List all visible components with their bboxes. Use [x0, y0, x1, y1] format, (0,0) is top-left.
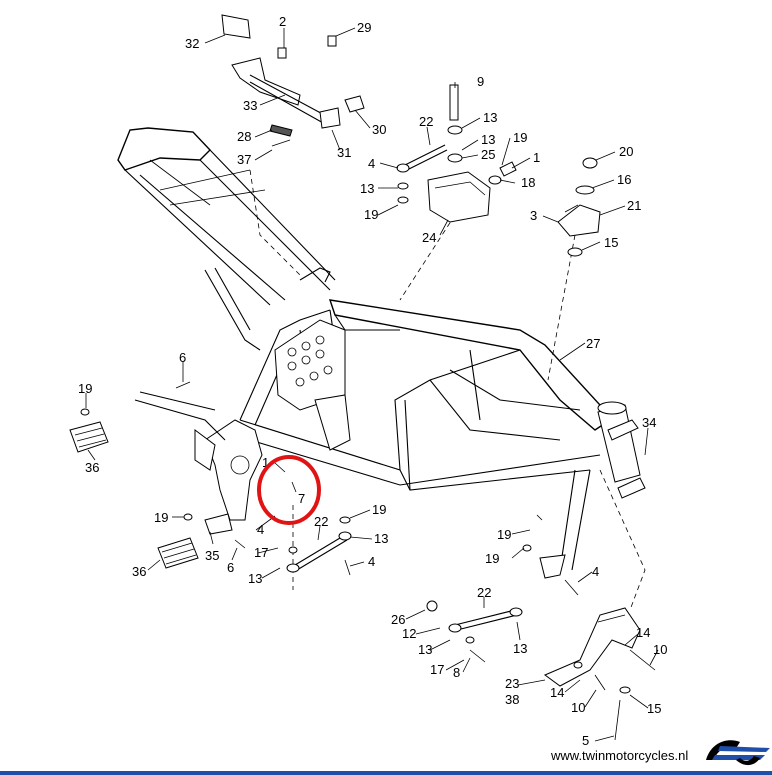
top-bracket-assembly: [221, 14, 365, 147]
callout-19: 19: [485, 551, 499, 566]
callout-21: 21: [627, 198, 641, 213]
callout-4: 4: [368, 156, 375, 171]
callout-1: 1: [262, 455, 269, 470]
callout-17: 17: [430, 662, 444, 677]
main-frame: [117, 127, 646, 579]
callout-10: 10: [653, 642, 667, 657]
callout-17: 17: [254, 545, 268, 560]
callout-8: 8: [453, 665, 460, 680]
callout-13: 13: [360, 181, 374, 196]
leader-lines: [85, 27, 659, 742]
callout-14: 14: [550, 685, 564, 700]
callout-9: 9: [477, 74, 484, 89]
website-url[interactable]: www.twinmotorcycles.nl: [551, 748, 689, 763]
twin-motorcycles-logo-icon: [706, 740, 770, 766]
callout-1: 1: [533, 150, 540, 165]
callout-23: 23: [505, 676, 519, 691]
callout-13: 13: [481, 132, 495, 147]
callout-27: 27: [586, 336, 600, 351]
callout-38: 38: [505, 692, 519, 707]
callout-29: 29: [357, 20, 371, 35]
callout-35: 35: [205, 548, 219, 563]
callout-19: 19: [372, 502, 386, 517]
callout-10: 10: [571, 700, 585, 715]
linkage-rods: [286, 514, 579, 663]
callout-15: 15: [604, 235, 618, 250]
callout-36: 36: [132, 564, 146, 579]
sidestand-bracket: [543, 607, 656, 741]
callout-13: 13: [248, 571, 262, 586]
callout-25: 25: [481, 147, 495, 162]
callout-34: 34: [642, 415, 656, 430]
callout-26: 26: [391, 612, 405, 627]
footrests: [69, 381, 246, 569]
callout-24: 24: [422, 230, 436, 245]
callout-32: 32: [185, 36, 199, 51]
callout-14: 14: [636, 625, 650, 640]
callout-33: 33: [243, 98, 257, 113]
callout-12: 12: [402, 626, 416, 641]
callout-19: 19: [364, 207, 378, 222]
callout-13: 13: [418, 642, 432, 657]
callout-3: 3: [530, 208, 537, 223]
callout-numbers: 32 2 29 33 30 28 31 37 9 22 13 13 4 25 1…: [78, 14, 667, 748]
assembly-lines: [249, 169, 646, 611]
callout-22: 22: [314, 514, 328, 529]
callout-18: 18: [521, 175, 535, 190]
callout-20: 20: [619, 144, 633, 159]
callout-5: 5: [582, 733, 589, 748]
callout-19: 19: [154, 510, 168, 525]
callout-31: 31: [337, 145, 351, 160]
callout-2: 2: [279, 14, 286, 29]
callout-16: 16: [617, 172, 631, 187]
callout-6: 6: [227, 560, 234, 575]
callout-19: 19: [78, 381, 92, 396]
callout-4: 4: [368, 554, 375, 569]
callout-13: 13: [374, 531, 388, 546]
callout-28: 28: [237, 129, 251, 144]
callout-22: 22: [477, 585, 491, 600]
callout-4: 4: [592, 564, 599, 579]
callout-22: 22: [419, 114, 433, 129]
callout-37: 37: [237, 152, 251, 167]
highlight-circle: [257, 455, 321, 525]
callout-6: 6: [179, 350, 186, 365]
callout-7: 7: [298, 491, 305, 506]
callout-19: 19: [513, 130, 527, 145]
callout-19: 19: [497, 527, 511, 542]
callout-13: 13: [483, 110, 497, 125]
callout-30: 30: [372, 122, 386, 137]
callout-13: 13: [513, 641, 527, 656]
callout-36: 36: [85, 460, 99, 475]
callout-15: 15: [647, 701, 661, 716]
bottom-accent-bar: [0, 771, 772, 775]
callout-4: 4: [257, 522, 264, 537]
front-engine-mount: [396, 84, 601, 257]
